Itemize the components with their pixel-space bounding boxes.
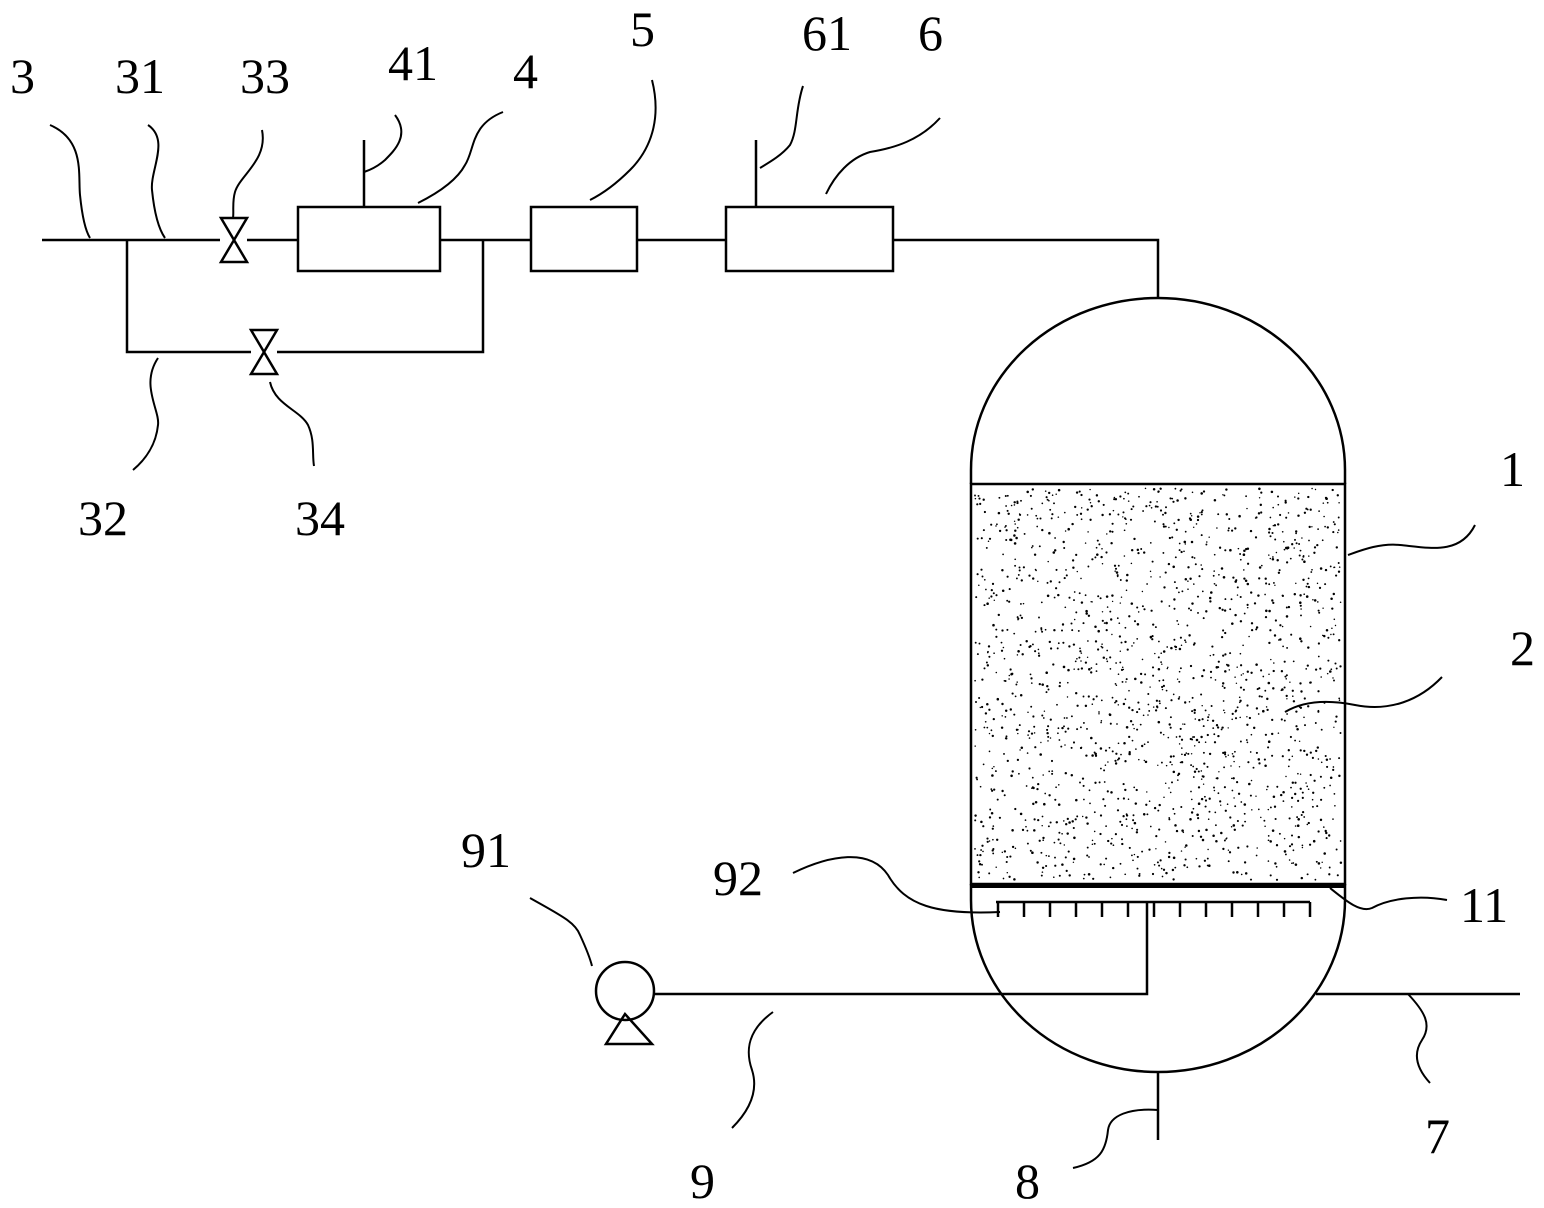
label-5: 5 — [630, 1, 655, 57]
label-2: 2 — [1510, 620, 1535, 676]
label-8: 8 — [1015, 1153, 1040, 1203]
reference-numerals: 3 31 33 41 4 5 61 6 32 34 1 2 92 91 11 7… — [10, 1, 1535, 1208]
label-92: 92 — [713, 850, 763, 906]
label-6: 6 — [918, 5, 943, 61]
label-3: 3 — [10, 48, 35, 104]
distributor — [996, 900, 1312, 917]
packing-bed — [969, 482, 1347, 886]
label-32: 32 — [78, 490, 128, 546]
device-6-box — [724, 205, 895, 273]
label-11: 11 — [1460, 877, 1508, 933]
label-61: 61 — [802, 5, 852, 61]
circulation-pump — [594, 960, 656, 1046]
label-7: 7 — [1425, 1108, 1450, 1164]
leader-lines — [49, 79, 1476, 1169]
bypass-valve — [248, 328, 280, 376]
label-4: 4 — [513, 43, 538, 99]
label-33: 33 — [240, 48, 290, 104]
device-4-box — [296, 205, 442, 273]
circulation-pipe — [654, 902, 1149, 996]
label-31: 31 — [115, 48, 165, 104]
device-5-box — [529, 205, 639, 273]
label-41: 41 — [388, 35, 438, 91]
label-1: 1 — [1500, 441, 1525, 497]
feed-line — [893, 238, 1160, 298]
bypass-branch — [125, 240, 485, 354]
label-34: 34 — [295, 490, 345, 546]
main-valve — [218, 216, 250, 264]
label-9: 9 — [690, 1153, 715, 1203]
label-91: 91 — [461, 822, 511, 878]
packing-texture — [974, 487, 1343, 881]
